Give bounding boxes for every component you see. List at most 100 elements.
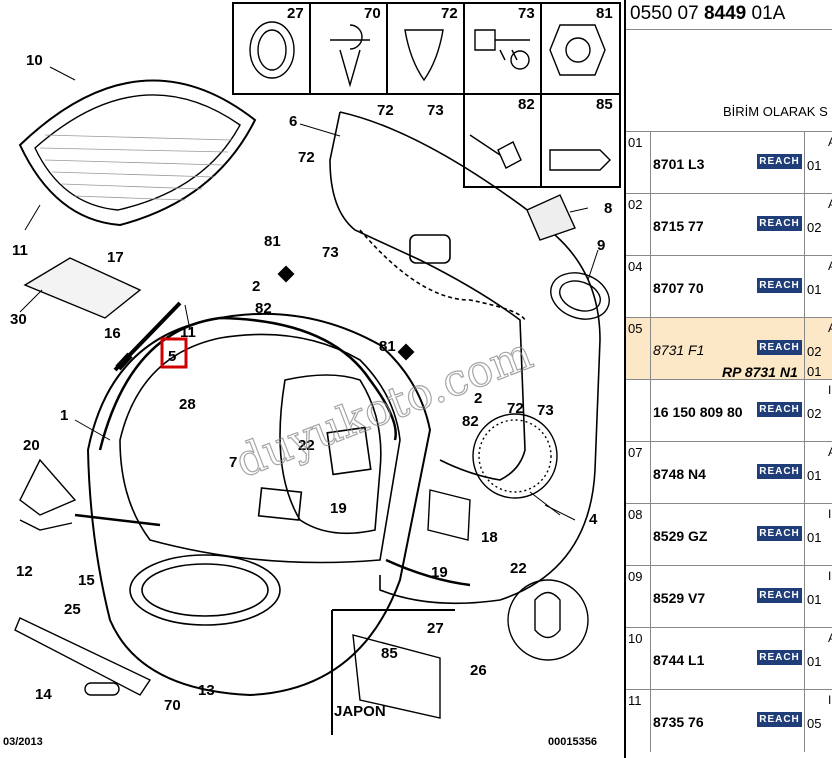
part-row[interactable]: 10 8744 L1 REACH 01 A xyxy=(626,627,832,690)
svg-text:4: 4 xyxy=(589,511,598,528)
svg-text:26: 26 xyxy=(470,662,487,679)
part-number: 8529 GZ xyxy=(653,528,708,544)
svg-text:8: 8 xyxy=(604,200,612,217)
svg-text:6: 6 xyxy=(289,113,297,130)
reach-badge: REACH xyxy=(757,216,802,231)
svg-text:7: 7 xyxy=(229,454,237,471)
column-divider xyxy=(650,256,651,318)
reach-badge: REACH xyxy=(757,340,802,355)
svg-text:85: 85 xyxy=(381,645,398,662)
status-flag: A xyxy=(828,631,832,645)
quantity: 01 xyxy=(807,468,822,483)
status-flag: A xyxy=(828,135,832,149)
status-flag: I xyxy=(828,569,832,583)
column-divider xyxy=(650,566,651,628)
svg-text:15: 15 xyxy=(78,572,95,589)
quantity: 02 xyxy=(807,220,822,235)
svg-text:73: 73 xyxy=(427,102,444,119)
svg-text:19: 19 xyxy=(330,500,347,517)
reference-suffix: 01A xyxy=(746,3,786,24)
column-divider xyxy=(650,132,651,194)
svg-text:20: 20 xyxy=(23,437,40,454)
inset-grid xyxy=(232,2,621,188)
svg-text:73: 73 xyxy=(537,402,554,419)
part-number: 8748 N4 xyxy=(653,466,706,482)
status-flag: I xyxy=(828,693,832,707)
svg-text:73: 73 xyxy=(518,5,535,22)
inner-trim-panel xyxy=(329,111,601,605)
svg-text:19: 19 xyxy=(431,564,448,581)
quantity: 01 xyxy=(807,158,822,173)
part-number: 8735 76 xyxy=(653,714,704,730)
part-number: 8715 77 xyxy=(653,218,704,234)
reach-badge: REACH xyxy=(757,712,802,727)
quantity: 01 xyxy=(807,282,822,297)
svg-text:82: 82 xyxy=(255,300,272,317)
quantity: 02 xyxy=(807,344,822,359)
column-divider xyxy=(650,380,651,442)
column-divider xyxy=(804,194,805,256)
quantity: 01 xyxy=(807,654,822,669)
svg-text:16: 16 xyxy=(104,325,121,342)
reach-badge: REACH xyxy=(757,278,802,293)
column-divider xyxy=(650,442,651,504)
svg-text:82: 82 xyxy=(518,96,535,113)
footer-date: 03/2013 xyxy=(3,736,43,748)
reach-badge: REACH xyxy=(757,464,802,479)
row-index: 08 xyxy=(628,507,643,522)
row-index: 10 xyxy=(628,631,643,646)
region-label: JAPON xyxy=(334,703,386,720)
quantity: 05 xyxy=(807,716,822,731)
row-index: 05 xyxy=(628,321,643,336)
reference-bold: 8449 xyxy=(703,3,747,24)
part-number: 8529 V7 xyxy=(653,590,706,606)
row-index: 01 xyxy=(628,135,643,150)
replacement-part: RP 8731 N1 xyxy=(722,364,798,380)
svg-text:17: 17 xyxy=(107,249,124,266)
status-flag: A xyxy=(828,445,832,459)
status-flag: A xyxy=(828,321,832,335)
column-divider xyxy=(650,690,651,752)
reference-number: 0550 07 8449 01A xyxy=(630,3,785,25)
reach-badge: REACH xyxy=(757,588,802,603)
svg-text:81: 81 xyxy=(596,5,613,22)
svg-text:27: 27 xyxy=(287,5,304,22)
svg-text:70: 70 xyxy=(164,697,181,714)
column-divider xyxy=(804,566,805,628)
svg-text:12: 12 xyxy=(16,563,33,580)
svg-text:28: 28 xyxy=(179,396,196,413)
reach-badge: REACH xyxy=(757,402,802,417)
status-flag: I xyxy=(828,507,832,521)
reach-badge: REACH xyxy=(757,526,802,541)
svg-text:2: 2 xyxy=(474,390,482,407)
column-divider xyxy=(650,318,651,380)
reference-prefix: 0550 07 xyxy=(630,3,704,24)
part-row[interactable]: 08 8529 GZ REACH 01 I xyxy=(626,503,832,566)
quantity: 02 xyxy=(807,406,822,421)
svg-text:2: 2 xyxy=(252,278,260,295)
reach-badge: REACH xyxy=(757,650,802,665)
quantity: 01 xyxy=(807,530,822,545)
rear-window xyxy=(18,79,257,227)
part-number: 8744 L1 xyxy=(653,652,705,668)
svg-text:25: 25 xyxy=(64,601,81,618)
svg-text:81: 81 xyxy=(379,338,396,355)
svg-text:82: 82 xyxy=(462,413,479,430)
row-index: 09 xyxy=(628,569,643,584)
svg-text:72: 72 xyxy=(507,400,524,417)
row-index: 07 xyxy=(628,445,643,460)
status-flag: I xyxy=(828,383,832,397)
svg-text:85: 85 xyxy=(596,96,613,113)
column-divider xyxy=(804,628,805,690)
part-row[interactable]: 07 8748 N4 REACH 01 A xyxy=(626,441,832,504)
